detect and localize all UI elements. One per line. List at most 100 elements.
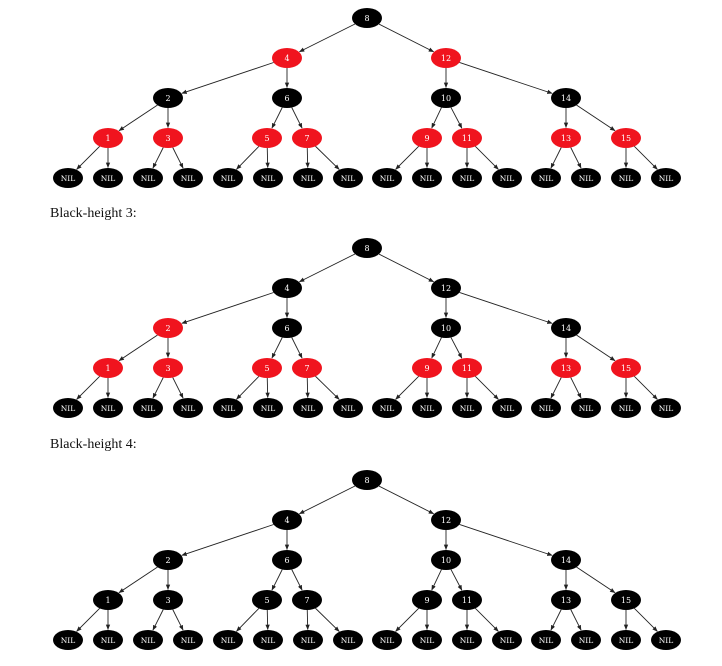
tree-edge — [459, 292, 552, 323]
node-label: 11 — [462, 596, 472, 605]
nil-label: NIL — [539, 404, 554, 413]
tree-node-4: 4 — [272, 48, 302, 68]
node-label: 2 — [165, 94, 170, 103]
tree-edge — [379, 24, 434, 52]
nil-label: NIL — [101, 404, 116, 413]
nil-leaf: NIL — [492, 398, 522, 418]
nil-label: NIL — [619, 636, 634, 645]
nil-label: NIL — [460, 636, 475, 645]
tree-edge — [272, 569, 282, 590]
node-label: 7 — [304, 596, 309, 605]
nil-leaf: NIL — [531, 398, 561, 418]
tree-edge — [315, 376, 339, 399]
nil-leaf: NIL — [651, 630, 681, 650]
tree-node-2: 2 — [153, 318, 183, 338]
nil-label: NIL — [341, 404, 356, 413]
node-label: 9 — [424, 134, 429, 143]
tree-edge — [153, 609, 163, 630]
nil-leaf: NIL — [253, 398, 283, 418]
tree-node-12: 12 — [431, 278, 461, 298]
tree-edge — [379, 254, 434, 282]
nil-label: NIL — [460, 404, 475, 413]
tree-edge — [173, 377, 183, 398]
node-label: 7 — [304, 364, 309, 373]
tree-node-15: 15 — [611, 590, 641, 610]
tree-node-7: 7 — [292, 358, 322, 378]
tree-node-10: 10 — [431, 88, 461, 108]
nil-label: NIL — [579, 174, 594, 183]
tree-edge — [475, 376, 498, 399]
nil-label: NIL — [301, 636, 316, 645]
tree-edge — [299, 24, 355, 52]
nil-label: NIL — [500, 174, 515, 183]
nil-label: NIL — [539, 636, 554, 645]
nil-label: NIL — [181, 404, 196, 413]
nil-leaf: NIL — [372, 630, 402, 650]
nil-leaf: NIL — [93, 398, 123, 418]
nil-leaf: NIL — [611, 630, 641, 650]
nil-label: NIL — [539, 174, 554, 183]
nil-label: NIL — [141, 404, 156, 413]
nil-label: NIL — [101, 636, 116, 645]
tree-edge — [459, 524, 552, 555]
node-label: 5 — [264, 596, 269, 605]
tree-edge — [299, 486, 355, 514]
tree-edge — [77, 376, 100, 399]
nil-label: NIL — [341, 636, 356, 645]
node-label: 14 — [561, 94, 571, 103]
node-label: 8 — [364, 244, 369, 253]
node-label: 2 — [165, 556, 170, 565]
nil-label: NIL — [101, 174, 116, 183]
nil-leaf: NIL — [492, 630, 522, 650]
node-label: 5 — [264, 134, 269, 143]
tree-edge — [379, 486, 434, 514]
nil-label: NIL — [380, 174, 395, 183]
nil-label: NIL — [579, 404, 594, 413]
tree-node-4: 4 — [272, 510, 302, 530]
tree-node-5: 5 — [252, 590, 282, 610]
tree-edge — [77, 146, 100, 169]
tree-node-6: 6 — [272, 88, 302, 108]
nil-label: NIL — [141, 636, 156, 645]
tree-edge — [634, 146, 657, 169]
tree-edge — [153, 377, 163, 398]
tree-edge — [77, 608, 100, 631]
tree-edge — [292, 337, 302, 358]
nil-label: NIL — [181, 174, 196, 183]
node-label: 2 — [165, 324, 170, 333]
nil-label: NIL — [619, 174, 634, 183]
tree-edge — [292, 569, 302, 590]
node-label: 1 — [105, 134, 110, 143]
nil-leaf: NIL — [412, 630, 442, 650]
nil-leaf: NIL — [452, 398, 482, 418]
nil-leaf: NIL — [293, 630, 323, 650]
nil-leaf: NIL — [293, 168, 323, 188]
nil-leaf: NIL — [93, 630, 123, 650]
nil-label: NIL — [301, 174, 316, 183]
nil-leaf: NIL — [571, 630, 601, 650]
node-label: 3 — [165, 596, 170, 605]
nil-leaf: NIL — [571, 398, 601, 418]
node-label: 6 — [284, 556, 289, 565]
tree-node-1: 1 — [93, 358, 123, 378]
tree-node-12: 12 — [431, 48, 461, 68]
nil-leaf: NIL — [133, 630, 163, 650]
tree-node-14: 14 — [551, 318, 581, 338]
nil-label: NIL — [659, 404, 674, 413]
tree-edge — [432, 338, 442, 358]
nil-label: NIL — [261, 404, 276, 413]
node-label: 15 — [621, 134, 631, 143]
nil-leaf: NIL — [293, 398, 323, 418]
tree-edge — [396, 376, 419, 399]
tree-edge — [475, 146, 498, 169]
nil-leaf: NIL — [333, 630, 363, 650]
nil-label: NIL — [659, 174, 674, 183]
nil-leaf: NIL — [213, 630, 243, 650]
tree-edge — [451, 569, 462, 590]
tree-edge — [396, 608, 419, 631]
tree-edge — [182, 293, 274, 324]
